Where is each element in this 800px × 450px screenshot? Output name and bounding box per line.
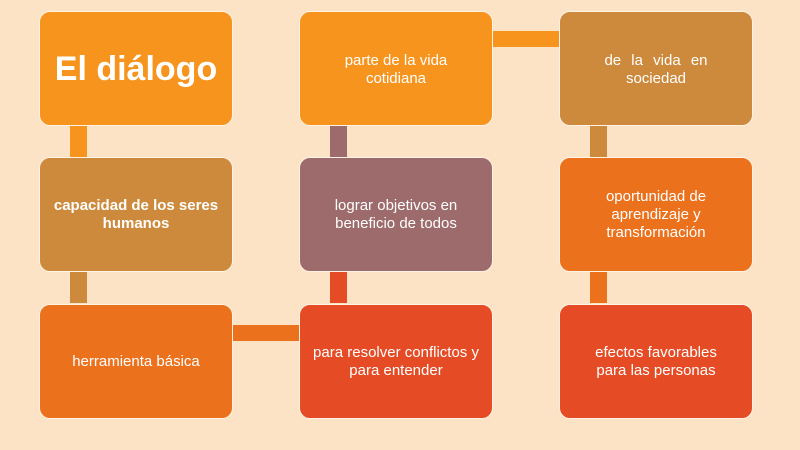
node-text: lograr objetivos en beneficio de todos xyxy=(334,196,458,232)
node-oportunidad: oportunidad de aprendizaje y transformac… xyxy=(559,157,753,272)
connector xyxy=(330,272,347,303)
node-capacidad: capacidad de los seres humanos xyxy=(39,157,233,272)
node-lograr: lograr objetivos en beneficio de todos xyxy=(299,157,493,272)
node-text: de la vida en sociedad xyxy=(604,52,708,87)
connector xyxy=(493,31,559,47)
connector xyxy=(330,126,347,157)
connector xyxy=(70,272,87,303)
connector xyxy=(590,272,607,303)
node-text: capacidad de los seres humanos xyxy=(53,196,219,232)
node-text: oportunidad de aprendizaje y transformac… xyxy=(605,187,707,241)
node-title: El diálogo xyxy=(39,11,233,126)
node-text: parte de la vida cotidiana xyxy=(344,52,448,87)
node-resolver: para resolver conflictos y para entender xyxy=(299,304,493,419)
node-text: herramienta básica xyxy=(72,352,200,370)
connector xyxy=(590,126,607,157)
node-sociedad: de la vida en sociedad xyxy=(559,11,753,126)
node-text: efectos favorables para las personas xyxy=(595,343,717,379)
node-text: El diálogo xyxy=(54,49,218,88)
connector xyxy=(233,325,299,341)
node-herramienta: herramienta básica xyxy=(39,304,233,419)
connector xyxy=(70,126,87,157)
node-parte: parte de la vida cotidiana xyxy=(299,11,493,126)
node-text: para resolver conflictos y para entender xyxy=(313,343,479,379)
node-efectos: efectos favorables para las personas xyxy=(559,304,753,419)
